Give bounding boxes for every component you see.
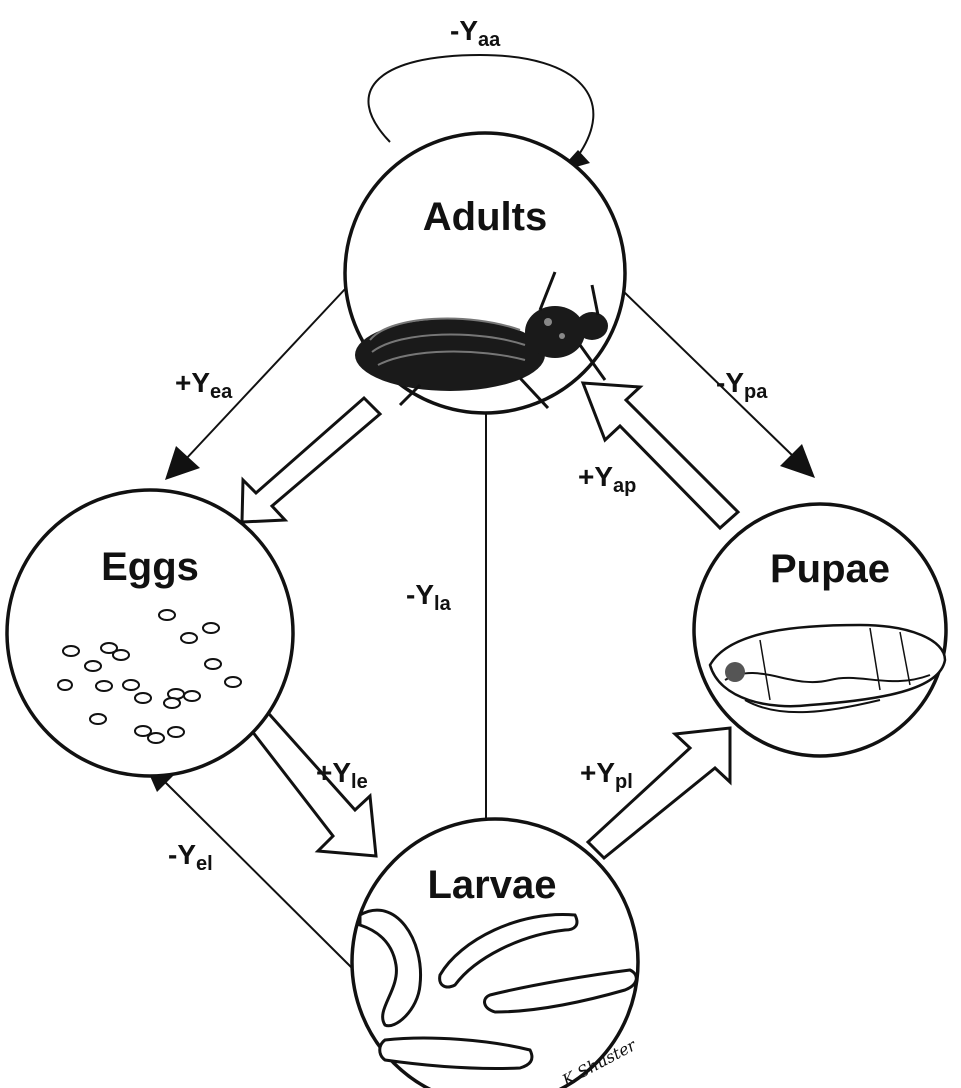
edge-adults-to-eggs-hollow bbox=[242, 398, 380, 522]
edge-label-aa: -Yaa bbox=[450, 15, 501, 51]
edge-label-la: -Yla bbox=[406, 579, 452, 615]
edge-larvae-to-pupae-hollow bbox=[588, 728, 730, 858]
node-larvae-label: Larvae bbox=[428, 863, 557, 907]
edge-adults-to-larvae bbox=[476, 410, 496, 865]
edge-label-ea: +Yea bbox=[175, 367, 233, 403]
node-pupae: Pupae bbox=[694, 504, 946, 756]
edge-label-ap: +Yap bbox=[578, 461, 636, 497]
edge-pupae-to-adults-hollow bbox=[583, 383, 738, 528]
edge-label-le: +Yle bbox=[316, 757, 368, 793]
edge-label-pl: +Ypl bbox=[580, 757, 633, 793]
edge-label-pa: -Ypa bbox=[716, 367, 768, 403]
node-adults-label: Adults bbox=[423, 195, 547, 239]
edge-label-el: -Yel bbox=[168, 839, 213, 875]
node-eggs: Eggs bbox=[7, 490, 293, 776]
node-pupae-label: Pupae bbox=[770, 547, 890, 591]
node-larvae: Larvae K.Shuster bbox=[352, 819, 640, 1088]
node-adults: Adults bbox=[345, 133, 625, 413]
node-eggs-label: Eggs bbox=[101, 545, 199, 589]
